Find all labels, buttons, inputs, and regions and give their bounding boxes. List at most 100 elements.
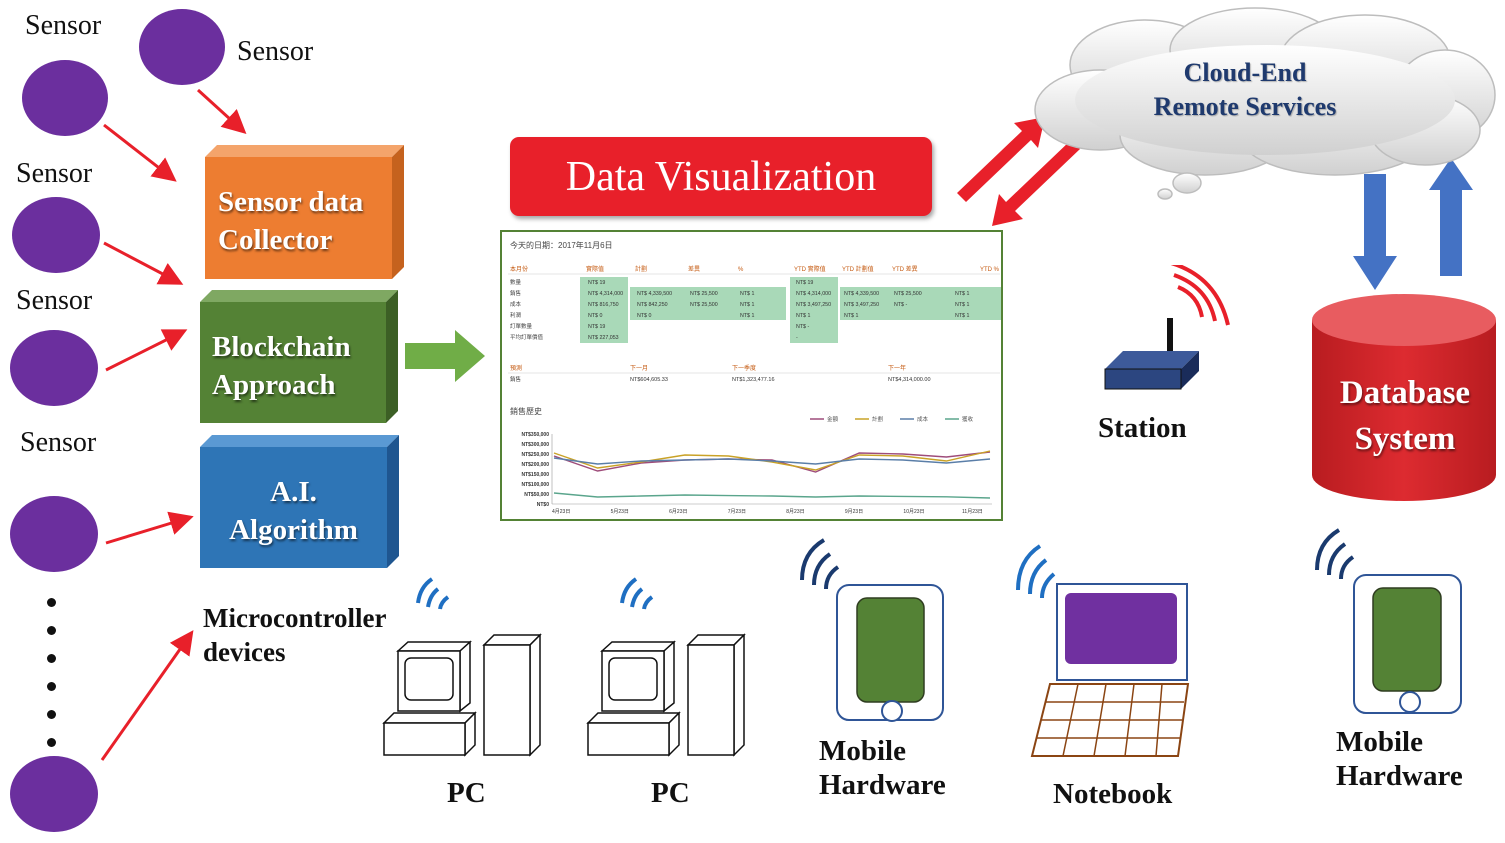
database-label: Database System xyxy=(1312,370,1498,462)
table-cell: NT$ 1 xyxy=(955,291,969,297)
data-visualization-title: Data Visualization xyxy=(565,154,877,200)
mobile-hardware-label: Mobile Hardware xyxy=(1336,725,1463,793)
mobile-hardware-icon xyxy=(800,538,944,722)
sensor-label: Sensor xyxy=(25,10,102,41)
sensor-node xyxy=(10,330,98,406)
cloud-label: Cloud-End Remote Services xyxy=(1120,56,1370,124)
station-label: Station xyxy=(1098,412,1187,444)
x-tick-label: 5月23日 xyxy=(611,509,629,515)
ai-line-2: Algorithm xyxy=(229,514,358,546)
microcontroller-line-1: Microcontroller xyxy=(203,603,387,633)
ai-line-1: A.I. xyxy=(270,476,317,508)
collector-line-2: Collector xyxy=(218,224,333,256)
y-tick-label: NT$150,000 xyxy=(521,472,549,478)
pc-label: PC xyxy=(651,777,690,809)
y-tick-label: NT$300,000 xyxy=(521,442,549,448)
table-header-cell: 本月份 xyxy=(510,265,528,273)
forecast-header-cell: 下一季度 xyxy=(732,364,756,372)
legend-label: 獲收 xyxy=(962,415,974,423)
table-cell: NT$ 1 xyxy=(740,291,754,297)
sensor-arrow xyxy=(105,329,188,372)
table-cell: NT$ 4,314,000 xyxy=(796,291,831,297)
cloud-up-arrow xyxy=(957,117,1045,202)
sensor-data-collector-box: Sensor data Collector xyxy=(205,157,392,279)
table-cell: NT$ 842,250 xyxy=(637,302,668,308)
forecast-header-cell: 預測 xyxy=(510,364,522,372)
table-cell: NT$ 25,500 xyxy=(690,291,718,297)
db-down-arrow xyxy=(1353,174,1397,290)
series-line xyxy=(553,450,991,471)
table-header-cell: YTD % xyxy=(980,267,1000,273)
table-header-cell: YTD 實際值 xyxy=(794,265,826,273)
table-cell: NT$ 25,500 xyxy=(894,291,922,297)
table-highlight xyxy=(790,277,838,343)
ellipsis-dot xyxy=(47,710,56,719)
series-line xyxy=(553,457,991,465)
db-up-arrow xyxy=(1429,158,1473,276)
blockchain-line-2: Approach xyxy=(212,369,336,401)
dashboard-date: 今天的日期：2017年11月6日 xyxy=(510,240,613,250)
history-title: 銷售歷史 xyxy=(510,406,542,416)
table-cell: NT$ 3,497,250 xyxy=(844,302,879,308)
blockchain-approach-box: Blockchain Approach xyxy=(200,302,386,423)
ellipsis-dot xyxy=(47,682,56,691)
notebook-icon xyxy=(1016,544,1190,757)
y-tick-label: NT$100,000 xyxy=(521,482,549,488)
table-cell: NT$ 4,314,000 xyxy=(588,291,623,297)
table-cell: - xyxy=(796,335,798,341)
x-tick-label: 10月23日 xyxy=(903,509,924,515)
green-flow-arrow xyxy=(405,330,485,382)
ai-algorithm-box: A.I. Algorithm xyxy=(200,447,387,568)
legend-label: 成本 xyxy=(917,415,929,423)
table-cell: NT$ 1 xyxy=(844,313,858,319)
table-cell: NT$ 1 xyxy=(955,313,969,319)
table-cell: NT$ - xyxy=(796,324,809,330)
forecast-value: NT$1,323,477.16 xyxy=(732,377,775,383)
table-cell: NT$ 3,497,250 xyxy=(796,302,831,308)
pc-icon xyxy=(382,577,542,757)
mobile-hardware-label: Mobile Hardware xyxy=(819,734,946,802)
sensor-label: Sensor xyxy=(237,36,314,67)
table-cell: NT$ 4,339,500 xyxy=(637,291,672,297)
table-header-cell: 計劃 xyxy=(635,265,647,273)
series-line xyxy=(553,492,991,499)
sensor-label: Sensor xyxy=(16,158,93,189)
ellipsis-dot xyxy=(47,738,56,747)
legend-label: 計劃 xyxy=(872,415,884,423)
table-cell: NT$ 1 xyxy=(796,313,810,319)
series-line xyxy=(553,451,991,473)
forecast-value: NT$604,605.33 xyxy=(630,377,668,383)
forecast-value: NT$4,314,000.00 xyxy=(888,377,931,383)
sensor-label: Sensor xyxy=(20,427,97,458)
table-header-cell: YTD 差異 xyxy=(892,265,918,273)
database-cylinder xyxy=(1312,294,1496,501)
sensor-node xyxy=(12,197,100,273)
microcontroller-line-2: devices xyxy=(203,637,286,667)
sensor-arrow xyxy=(103,241,184,285)
table-row-label: 成本 xyxy=(510,300,522,308)
table-header-cell: % xyxy=(738,267,744,273)
x-tick-label: 8月23日 xyxy=(786,509,804,515)
table-cell: NT$ 19 xyxy=(588,280,605,286)
forecast-header-cell: 下一年 xyxy=(888,364,906,372)
table-highlight xyxy=(630,287,786,320)
table-cell: NT$ 19 xyxy=(796,280,813,286)
x-tick-label: 7月23日 xyxy=(728,509,746,515)
table-highlight xyxy=(580,277,628,343)
mobile-line-1: Mobile xyxy=(1336,726,1423,758)
microcontroller-label: Microcontroller devices xyxy=(203,601,386,669)
forecast-header-cell: 下一月 xyxy=(630,365,648,372)
table-cell: NT$ 25,500 xyxy=(690,302,718,308)
sensor-arrow xyxy=(196,88,247,135)
collector-line-1: Sensor data xyxy=(218,186,364,218)
table-cell: NT$ 19 xyxy=(588,324,605,330)
mobile-line-1: Mobile xyxy=(819,735,906,767)
sensor-node xyxy=(22,60,108,136)
data-visualization-banner: Data Visualization xyxy=(510,137,932,216)
y-tick-label: NT$0 xyxy=(537,502,549,508)
table-row-label: 銷售 xyxy=(510,289,521,297)
table-header-cell: 差異 xyxy=(688,265,700,273)
pc-label: PC xyxy=(447,777,486,809)
